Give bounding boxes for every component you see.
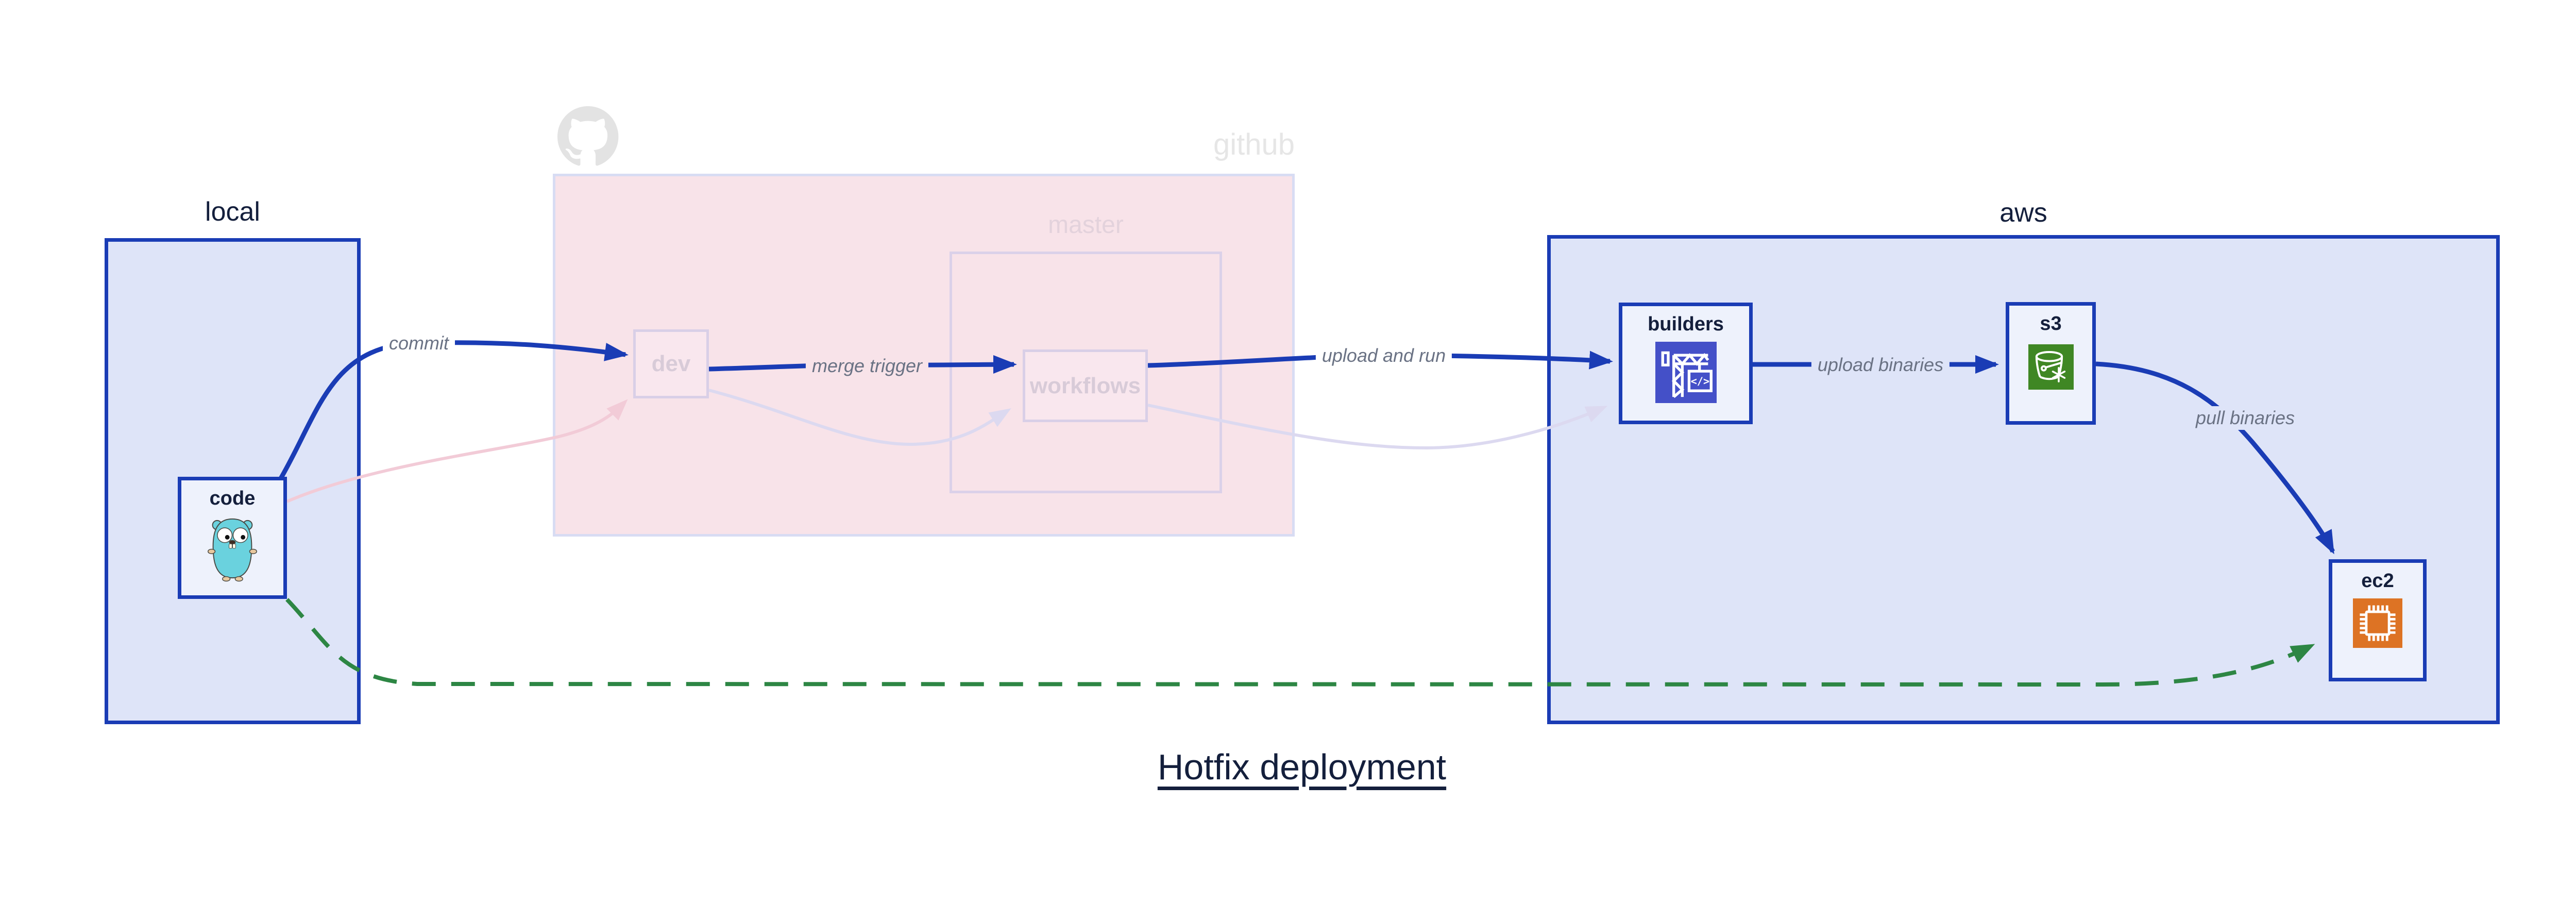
merge-trigger-edge-label: merge trigger: [805, 354, 929, 378]
master-branch-box: [950, 252, 1222, 493]
diagram-title: Hotfix deployment: [1157, 747, 1447, 787]
go-gopher-icon: [208, 518, 257, 582]
cpu-chip-icon: [2353, 598, 2402, 648]
codebuild-code-glyph: </>: [1690, 375, 1709, 387]
node-builders: builders </>: [1619, 303, 1753, 424]
pull-binaries-edge-label: pull binaries: [2189, 406, 2301, 430]
aws-label: aws: [1999, 198, 2047, 228]
master-label: master: [1048, 211, 1124, 239]
commit-edge-label: commit: [383, 331, 455, 355]
s3-node-label: s3: [2040, 313, 2062, 335]
crane-codebuild-icon: </>: [1655, 342, 1717, 403]
local-label: local: [205, 197, 260, 227]
ec2-node-label: ec2: [2361, 570, 2394, 592]
node-dev: dev: [633, 329, 709, 398]
upload-binaries-edge-label: upload binaries: [1811, 353, 1950, 377]
code-node-label: code: [209, 488, 256, 509]
node-code: code: [178, 477, 287, 599]
dev-node-label: dev: [651, 351, 691, 376]
github-label: github: [1213, 128, 1295, 161]
workflows-node-label: workflows: [1029, 373, 1141, 398]
node-s3: s3: [2006, 302, 2096, 425]
upload-and-run-edge-label: upload and run: [1315, 344, 1452, 368]
node-workflows: workflows: [1023, 349, 1148, 422]
s3-bucket-snowflake-icon: [2028, 344, 2074, 390]
builders-node-label: builders: [1648, 313, 1724, 335]
node-ec2: ec2: [2329, 559, 2427, 681]
